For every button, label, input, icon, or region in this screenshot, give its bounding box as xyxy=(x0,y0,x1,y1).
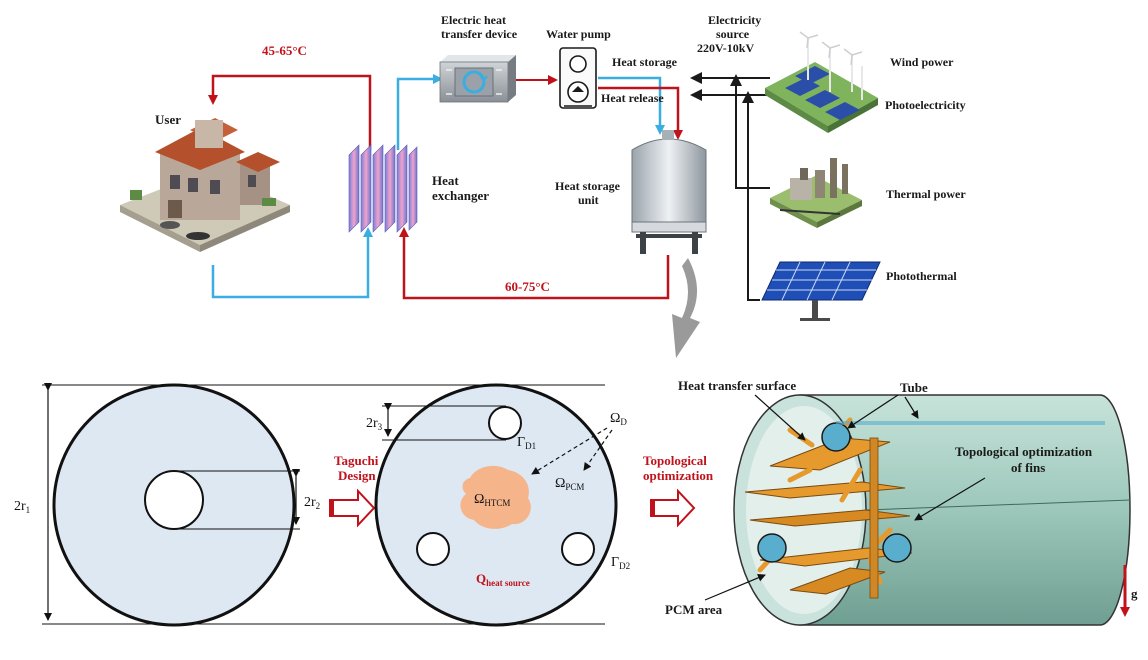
cold-return-line xyxy=(211,227,373,299)
heat-storage-label: Heat storage xyxy=(612,55,678,69)
user-label: User xyxy=(155,112,181,127)
cold-feed-line xyxy=(396,74,443,150)
detail-callout-arrow xyxy=(672,258,700,358)
omega-pcm-label: ΩPCM xyxy=(555,476,584,492)
finned-cylinder-3d xyxy=(733,394,1131,626)
hot-return-line xyxy=(399,227,670,300)
solar-panel-icon xyxy=(761,261,881,321)
design-domain-cross-section xyxy=(374,383,618,627)
dim-2r3-label: 2r3 xyxy=(366,416,383,432)
heat-storage-unit-label-2: unit xyxy=(578,193,599,207)
temp-hot-label: 45-65°C xyxy=(262,43,307,58)
water-pump-label: Water pump xyxy=(546,27,611,41)
tube-pointer-2 xyxy=(904,396,919,419)
electricity-source-label-2: source xyxy=(716,27,750,41)
omega-d-pointer-pcm xyxy=(583,429,613,471)
wind-power-label: Wind power xyxy=(890,55,954,69)
dim-2r1-label: 2r1 xyxy=(14,499,30,515)
heat-transfer-surface-label: Heat transfer surface xyxy=(678,378,796,393)
pcm-area-label: PCM area xyxy=(665,602,723,617)
gravity-label: g xyxy=(1131,586,1138,601)
tube-label: Tube xyxy=(900,380,928,395)
topo-label-2: optimization xyxy=(643,468,714,483)
topo-fins-label-1: Topological optimization xyxy=(955,444,1093,459)
photothermal-label: Photothermal xyxy=(886,269,957,283)
user-house-icon xyxy=(120,118,290,252)
omega-d-pointer-htcm xyxy=(531,427,608,475)
photoelectricity-label: Photoelectricity xyxy=(885,98,966,112)
heat-exchanger-label-2: exchanger xyxy=(432,188,489,203)
electric-heat-device-icon xyxy=(439,55,516,103)
pump-to-tank-red xyxy=(598,86,683,140)
initial-cross-section xyxy=(52,383,300,627)
pump-to-tank-blue xyxy=(598,76,665,135)
thermal-power-plant-icon xyxy=(770,158,862,228)
heat-exchanger-icon xyxy=(348,144,418,233)
taguchi-label-2: Design xyxy=(338,468,376,483)
thermal-power-label: Thermal power xyxy=(886,187,966,201)
topo-fins-pointer xyxy=(914,477,986,521)
tube-pointer-1 xyxy=(847,394,899,429)
gamma-d1-label: ΓD1 xyxy=(517,435,536,451)
q-heat-source-label: Qheat source xyxy=(476,571,530,588)
hot-supply-line xyxy=(208,74,372,150)
topo-label-1: Topological xyxy=(643,453,707,468)
omega-d-label: ΩD xyxy=(610,411,627,427)
pcm-area-pointer xyxy=(704,574,766,601)
wind-pv-farm-icon xyxy=(765,31,878,133)
heat-release-label: Heat release xyxy=(601,91,664,105)
gamma-d2-label: ΓD2 xyxy=(611,555,630,571)
htcm-blob xyxy=(460,465,531,529)
omega-htcm-label: ΩHTCM xyxy=(474,492,510,508)
power-line-photothermal xyxy=(742,91,760,301)
dim-2r2-label: 2r2 xyxy=(304,495,320,511)
topo-arrow-icon xyxy=(650,488,696,528)
electricity-source-label-3: 220V-10kV xyxy=(697,41,754,55)
taguchi-label-1: Taguchi xyxy=(334,453,379,468)
electric-device-label-2: transfer device xyxy=(441,27,518,41)
taguchi-arrow-icon xyxy=(329,488,376,528)
temp-return-label: 60-75°C xyxy=(505,279,550,294)
heat-transfer-surface-pointer xyxy=(754,394,806,441)
power-line-thermal xyxy=(730,74,770,189)
water-pump-icon xyxy=(559,47,597,109)
heat-storage-unit-label-1: Heat storage xyxy=(555,179,621,193)
heat-storage-tank-icon xyxy=(631,130,707,254)
electric-device-label-1: Electric heat xyxy=(441,13,506,27)
electricity-source-label-1: Electricity xyxy=(708,13,761,27)
heat-exchanger-label-1: Heat xyxy=(432,173,459,188)
topo-fins-label-2: of fins xyxy=(1011,460,1045,475)
